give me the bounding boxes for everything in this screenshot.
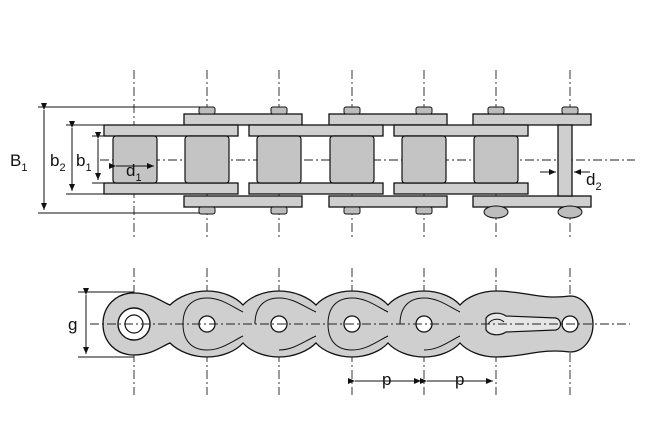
dimension-lines-top	[38, 103, 590, 214]
label-p-1: p	[382, 370, 391, 389]
outer-plates	[183, 113, 592, 208]
label-b2: b2	[50, 151, 66, 174]
label-d1: d1	[126, 161, 142, 184]
pin-heads	[198, 106, 583, 219]
clip-detail	[487, 318, 505, 325]
label-d2: d2	[586, 170, 602, 193]
top-view: B1 b2 b1 d1 d2	[10, 70, 635, 240]
label-B1: B1	[10, 151, 27, 174]
label-b1: b1	[76, 151, 92, 174]
label-p-2: p	[455, 370, 464, 389]
inner-plate-contours	[182, 297, 461, 351]
label-g: g	[68, 315, 77, 334]
side-view: g p p	[68, 268, 630, 395]
rollers-top	[112, 135, 519, 184]
connecting-pin	[557, 124, 573, 197]
dimension-lines-side	[78, 288, 493, 384]
inner-plates	[103, 124, 529, 195]
